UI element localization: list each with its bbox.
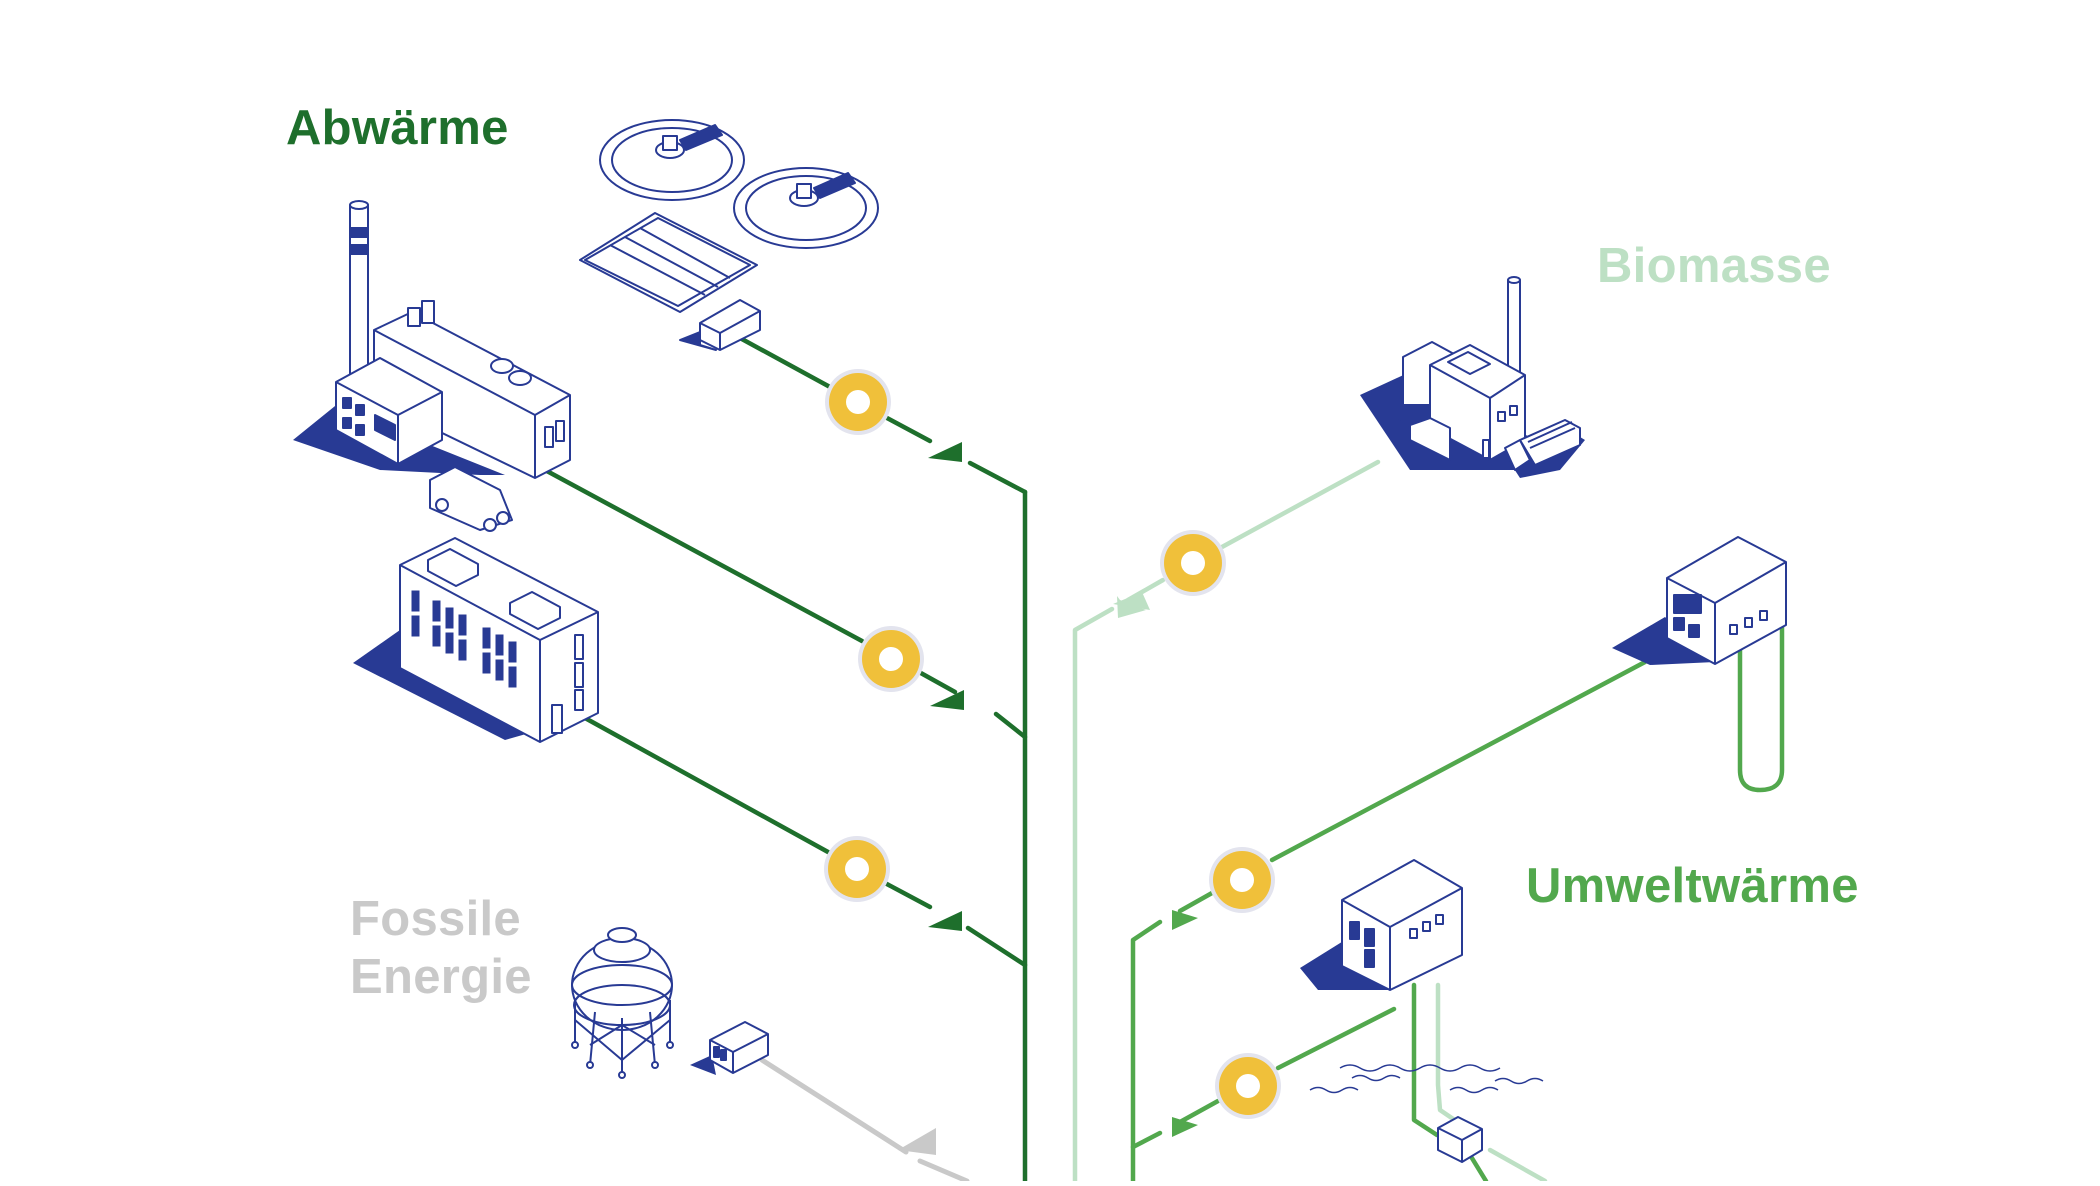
- pipe-office: [582, 715, 1028, 968]
- abwaerme-pipes: [542, 335, 1028, 1184]
- pipe-lake-return: [1435, 982, 1548, 1184]
- category-label-umweltwaerme: Umweltwärme: [1526, 859, 1859, 913]
- heat-pump-icon: [1209, 847, 1275, 913]
- pipe-lake: [1130, 1006, 1397, 1150]
- arrow-icon: [930, 690, 964, 710]
- category-label-fossil: Fossile Energie: [350, 890, 532, 1006]
- fossil-label-line1: Fossile: [350, 892, 521, 946]
- arrow-icon: [1172, 910, 1198, 930]
- arrow-icon: [928, 911, 962, 931]
- office-building-icon: [353, 537, 599, 743]
- biomasse-pipes: [1072, 459, 1548, 1184]
- arrow-icon: [928, 442, 962, 462]
- geothermal-probe-loop: [1737, 623, 1785, 793]
- geothermal-probe-icon: [1612, 536, 1787, 665]
- pipe-waste-water: [737, 335, 1028, 495]
- heat-pump-icon: [858, 626, 924, 692]
- pipe-geothermal: [1130, 659, 1648, 1184]
- pipe-fossil: [759, 1057, 970, 1184]
- fossil-pipes: [759, 1057, 970, 1184]
- umweltwaerme-pipes: [1130, 623, 1785, 1184]
- pipe-incineration: [542, 467, 1028, 740]
- arrow-icon: [1113, 592, 1150, 610]
- pumps: [824, 369, 1281, 1119]
- category-label-abwaerme: Abwärme: [286, 101, 509, 155]
- incineration-plant-icon: [293, 200, 571, 532]
- heat-pump-icon: [824, 836, 890, 902]
- gas-tank-icon: [571, 927, 769, 1079]
- arrow-icon: [1172, 1117, 1198, 1137]
- arrow-icon: [898, 1128, 936, 1155]
- abwaerme-arrows: [928, 442, 964, 931]
- category-label-biomasse: Biomasse: [1597, 239, 1831, 293]
- heat-pump-icon: [825, 369, 891, 435]
- sewage-treatment-icon: [579, 119, 879, 351]
- fossil-label-line2: Energie: [350, 950, 532, 1004]
- heat-pump-icon: [1160, 530, 1226, 596]
- lake-heat-pump-icon: [1300, 859, 1544, 1163]
- heat-pump-icon: [1215, 1053, 1281, 1119]
- biomass-plant-icon: [1360, 276, 1585, 478]
